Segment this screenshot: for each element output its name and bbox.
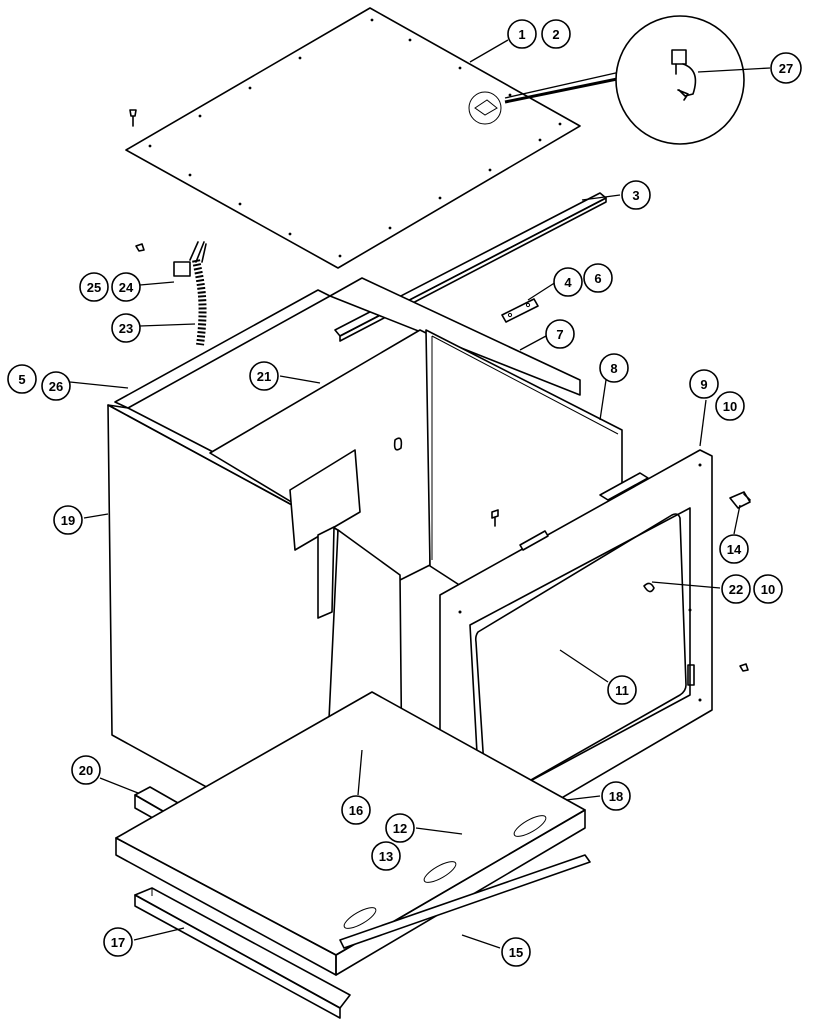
callout-circle [71,755,101,785]
switch-detail-inset [504,15,745,145]
callout-circle [553,267,583,297]
callout-22: 22 [721,574,751,604]
callout-1: 1 [507,19,537,49]
callout-number: 3 [632,188,639,203]
callout-8: 8 [599,353,629,383]
callout-circle [507,19,537,49]
callout-number: 5 [18,372,25,387]
top-panel [125,7,581,269]
callout-number: 17 [111,935,125,950]
callout-circle [385,813,415,843]
callout-10b: 10 [753,574,783,604]
callout-number: 27 [779,61,793,76]
callout-circle [341,795,371,825]
callout-25: 25 [79,272,109,302]
callout-24: 24 [111,272,141,302]
callout-14: 14 [719,534,749,564]
callout-circle [111,313,141,343]
callout-circle [719,534,749,564]
bracket-part [501,298,539,323]
callout-11: 11 [607,675,637,705]
callout-number: 18 [609,789,623,804]
callouts: 1 2 27 3 4 6 7 8 9 10 25 24 23 5 26 21 1… [7,19,802,967]
callout-circle [7,364,37,394]
callout-circle [79,272,109,302]
callout-circle [689,369,719,399]
callout-number: 1 [518,27,525,42]
callout-number: 21 [257,369,271,384]
callout-number: 19 [61,513,75,528]
callout-12: 12 [385,813,415,843]
callout-number: 25 [87,280,101,295]
callout-number: 11 [615,683,629,698]
callout-number: 12 [393,821,407,836]
callout-20: 20 [71,755,101,785]
callout-number: 22 [729,582,743,597]
callout-7: 7 [545,319,575,349]
callout-number: 10 [723,399,737,414]
callout-number: 7 [556,327,563,342]
callout-17: 17 [103,927,133,957]
callout-circle [601,781,631,811]
callout-circle [541,19,571,49]
callout-circle [753,574,783,604]
callout-19: 19 [53,505,83,535]
callout-2: 2 [541,19,571,49]
callout-number: 13 [379,849,393,864]
callout-circle [103,927,133,957]
callout-3: 3 [621,180,651,210]
callout-number: 24 [119,280,134,295]
knob-part [729,491,751,672]
callout-circle [715,391,745,421]
callout-18: 18 [601,781,631,811]
callout-5: 5 [7,364,37,394]
callout-circle [41,371,71,401]
callout-6: 6 [583,263,613,293]
callout-circle [53,505,83,535]
callout-number: 2 [552,27,559,42]
callout-circle [621,180,651,210]
callout-16: 16 [341,795,371,825]
callout-13: 13 [371,841,401,871]
callout-15: 15 [501,937,531,967]
callout-circle [545,319,575,349]
callout-circle [721,574,751,604]
callout-circle [111,272,141,302]
callout-23: 23 [111,313,141,343]
callout-circle [501,937,531,967]
callout-number: 10 [761,582,775,597]
power-cord [135,241,207,346]
callout-number: 6 [594,271,601,286]
callout-number: 8 [610,361,617,376]
callout-number: 9 [700,377,707,392]
callout-circle [599,353,629,383]
callout-circle [583,263,613,293]
callout-27: 27 [770,52,802,84]
callout-number: 26 [49,379,63,394]
callout-circle [371,841,401,871]
callout-number: 23 [119,321,133,336]
callout-number: 4 [564,275,572,290]
callout-21: 21 [249,361,279,391]
callout-number: 14 [727,542,742,557]
screw-icon [129,109,137,127]
callout-circle [607,675,637,705]
callout-circle [770,52,802,84]
callout-4: 4 [553,267,583,297]
callout-number: 16 [349,803,363,818]
callout-circle [249,361,279,391]
callout-10: 10 [715,391,745,421]
leader-lines [69,39,771,949]
callout-26: 26 [41,371,71,401]
callout-9: 9 [689,369,719,399]
callout-number: 20 [79,763,93,778]
callout-number: 15 [509,945,523,960]
